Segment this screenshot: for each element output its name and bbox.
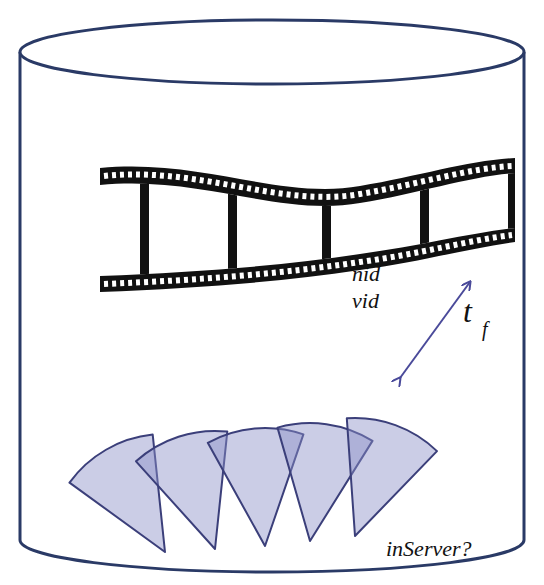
status-label: inServer? — [386, 537, 472, 561]
film-frames — [100, 173, 515, 276]
cylinder-body — [20, 52, 524, 572]
id-label: vid — [352, 289, 379, 313]
camera-sector — [347, 418, 437, 536]
link-arrow — [400, 282, 470, 378]
time-subscript: f — [482, 318, 488, 340]
cylinder-top — [20, 20, 524, 84]
field-of-view-sectors — [70, 418, 438, 552]
id-label: nid — [352, 262, 380, 286]
film-strip — [100, 158, 515, 292]
time-symbol: t — [463, 294, 472, 329]
film-dividers — [140, 140, 517, 310]
